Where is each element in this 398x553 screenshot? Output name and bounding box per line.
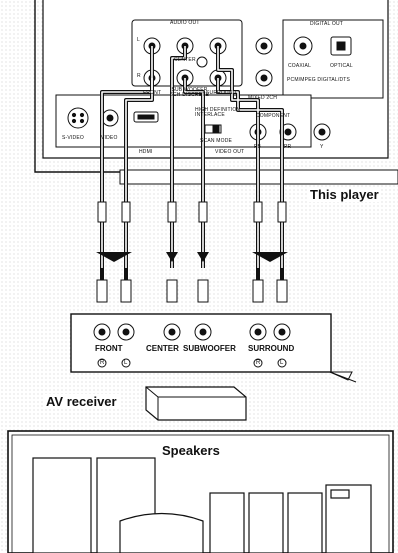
receiver-jacks xyxy=(93,323,291,368)
digital-jacks xyxy=(293,36,352,56)
mixed-label: MIXED 2CH xyxy=(248,95,278,101)
hdmi-label: HDMI xyxy=(139,149,153,155)
receiver-center-label: CENTER xyxy=(146,344,179,353)
lower-plugs xyxy=(96,279,288,303)
subwoofer-discrete-label: SUB WOOFER 6CH DISCRETE xyxy=(170,87,210,98)
upper-plugs xyxy=(97,201,287,223)
digital-out-group xyxy=(282,19,384,99)
audio-out-title: AUDIO OUT xyxy=(170,20,200,26)
scan-mode-label: SCAN MODE xyxy=(200,138,233,144)
surround-label: SURROUND xyxy=(206,90,237,96)
receiver-front-label: FRONT xyxy=(95,344,123,353)
coaxial-label: COAXIAL xyxy=(288,63,312,69)
speakers-caption: Speakers xyxy=(160,443,222,458)
mark-left-a: L xyxy=(137,37,140,43)
pb-label: PB xyxy=(254,144,262,150)
player-caption: This player xyxy=(308,187,381,202)
mark-right-a: R xyxy=(137,73,141,79)
cable-joints xyxy=(96,252,288,262)
digital-out-title: DIGITAL OUT xyxy=(310,21,344,27)
component-label: COMPONENT xyxy=(256,113,291,119)
pr-label: PR xyxy=(284,144,292,150)
receiver-mark-l-1: L xyxy=(124,360,128,366)
s-video-label: S-VIDEO xyxy=(62,135,84,141)
center-tag: CENTER xyxy=(174,57,196,63)
receiver-panel xyxy=(70,313,332,373)
front-label: FRONT xyxy=(143,90,162,96)
video-label: VIDEO xyxy=(101,135,118,141)
receiver-mark-l-2: L xyxy=(280,360,284,366)
switch-label: HIGH DEFINITION INTERLACE xyxy=(195,107,241,118)
receiver-caption: AV receiver xyxy=(44,394,119,409)
receiver-surround-label: SURROUND xyxy=(248,344,295,353)
digital-formats-label: PCM/MPEG DIGITAL/DTS xyxy=(287,77,351,83)
y-label: Y xyxy=(320,144,324,150)
s-video-jack xyxy=(67,107,89,129)
receiver-mark-r-1: R xyxy=(100,360,105,366)
speaker-cabinets xyxy=(32,457,372,553)
audio-cables xyxy=(100,46,284,300)
receiver-subwoofer-label: SUBWOOFER xyxy=(183,344,236,353)
optical-label: OPTICAL xyxy=(330,63,353,69)
receiver-mark-r-2: R xyxy=(256,360,261,366)
ground-screw xyxy=(196,56,208,68)
video-out-title: VIDEO OUT xyxy=(215,149,245,155)
video-out-group xyxy=(55,94,312,148)
receiver-unit xyxy=(145,386,247,421)
